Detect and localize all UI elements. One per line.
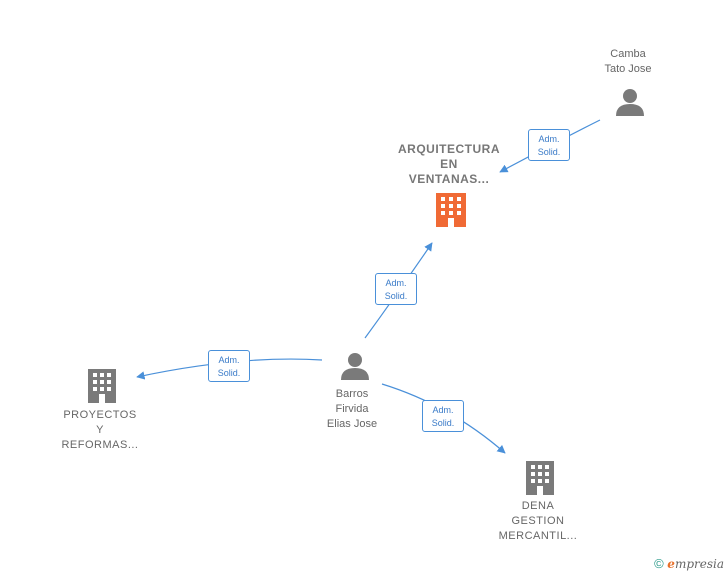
company-label-dena[interactable]: DENA GESTION MERCANTIL... [498,500,578,542]
person-icon[interactable] [616,89,644,116]
building-icon-main[interactable] [436,193,466,227]
edge-label-barros-to-dena: Adm. Solid. [422,400,464,432]
main-company-label[interactable]: ARQUITECTURA EN VENTANAS... [398,142,500,186]
brand-footer: © empresia [654,556,724,571]
edge-label-barros-to-main: Adm. Solid. [375,273,417,305]
building-icon[interactable] [526,461,554,495]
copyright-symbol: © [654,556,664,571]
company-label-proyectos[interactable]: PROYECTOS Y REFORMAS... [61,409,139,451]
person-label-barros[interactable]: Barros Firvida Elias Jose [326,388,378,430]
building-icon[interactable] [88,369,116,403]
edge-label-barros-to-proyectos: Adm. Solid. [208,350,250,382]
person-label-camba[interactable]: Camba Tato Jose [604,48,652,75]
person-icon[interactable] [341,353,369,380]
edge-label-camba-to-main: Adm. Solid. [528,129,570,161]
empresia-logo[interactable]: empresia [667,557,724,571]
